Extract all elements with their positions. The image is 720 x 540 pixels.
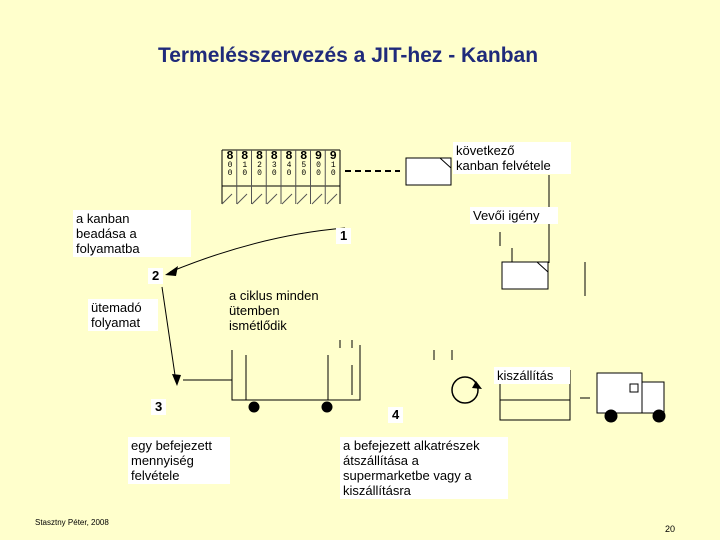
step-4-badge: 4 [388,407,404,423]
step-1-badge: 1 [336,228,352,244]
flow-curve-1-2 [169,227,346,273]
page-title: Termelésszervezés a JIT-hez - Kanban [157,44,539,67]
step-3-badge: 3 [151,399,167,415]
kanban-submit-label: a kanban beadása a folyamatba [73,210,191,257]
page-number: 20 [665,524,676,534]
finished-parts-label: a befejezett alkatrészek átszállítása a … [340,437,508,499]
cycle-icon [451,376,479,404]
kanban-card-icon [405,157,452,186]
next-kanban-label: következő kanban felvétele [453,142,571,174]
cycle-repeat-label: a ciklus minden ütemben ismétlődik [229,288,319,333]
finished-quantity-label: egy befejezett mennyiség felvétele [128,437,230,484]
demand-card-icon [501,261,549,290]
customer-demand-label: Vevői igény [470,207,558,224]
scheduling-process-label: ütemadó folyamat [88,299,158,331]
truck-icon [596,372,666,423]
kanban-board [221,149,341,205]
flow-arrow-2-3 [161,286,177,383]
footer-author: Stasztny Péter, 2008 [35,518,109,527]
parts-cart-icon [231,340,361,413]
step-2-badge: 2 [148,268,164,284]
delivery-label: kiszállítás [494,367,570,384]
